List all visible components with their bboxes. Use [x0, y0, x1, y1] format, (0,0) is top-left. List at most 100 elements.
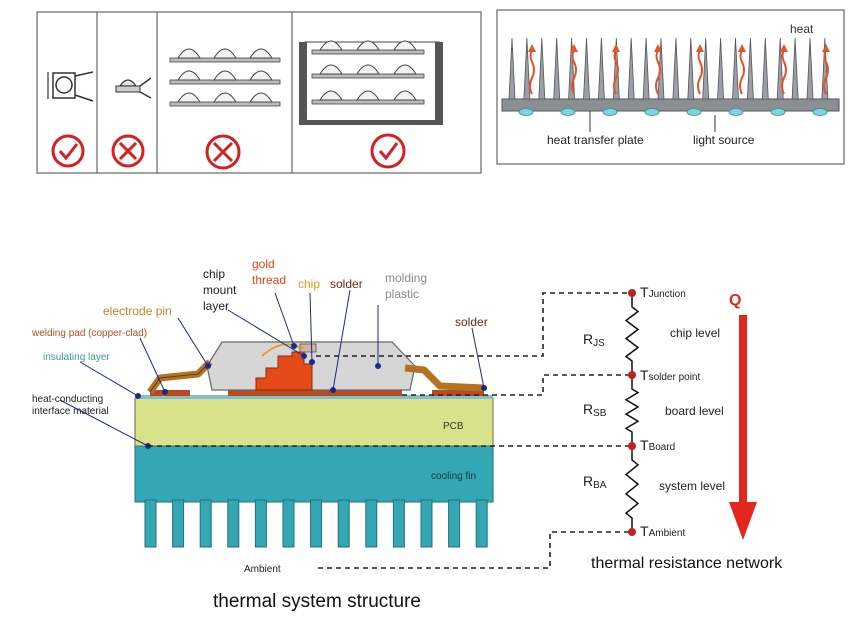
fin-tooth — [254, 499, 267, 548]
fin — [523, 37, 531, 100]
fin-tooth — [475, 499, 488, 548]
heat-flow-icon — [823, 49, 829, 95]
approve-mark-icon — [51, 134, 85, 168]
led-lamp-icon — [177, 92, 201, 103]
r-ba-label: RBA — [583, 473, 607, 491]
insulating-layer — [135, 395, 493, 399]
structure-caption: thermal system structure — [213, 591, 421, 612]
heat-sink-panel: heat heat transfer plate light source — [496, 9, 845, 165]
system-level-label: system level — [659, 479, 725, 493]
heat-flow-arrow-head — [729, 502, 757, 540]
thermal-structure: chip mount layer gold thread chip solder… — [31, 257, 494, 612]
led-lamp-icon — [319, 40, 343, 51]
light-source-label: light source — [693, 133, 755, 147]
led-lamp-icon — [356, 90, 380, 101]
led-socket-icon — [47, 71, 94, 102]
fin — [702, 37, 710, 100]
heat-label: heat — [790, 22, 814, 36]
light-source-dot — [644, 108, 660, 116]
chip-top — [299, 343, 317, 353]
node-board — [628, 442, 636, 450]
light-source-dot — [602, 108, 618, 116]
fin — [732, 37, 739, 100]
arrow-head-icon — [696, 44, 704, 52]
fin — [597, 37, 605, 100]
t-junction-label: TJunction — [640, 284, 686, 300]
board-level-label: board level — [665, 404, 724, 418]
node-solder-point — [628, 371, 636, 379]
q-label: Q — [729, 292, 741, 309]
led-lamp-icon — [249, 70, 273, 81]
light-source-dot — [770, 108, 786, 116]
heat-arrows — [528, 44, 830, 95]
heat-flow-icon — [529, 49, 535, 95]
led-lamp-icon — [356, 40, 380, 51]
fin — [538, 37, 546, 100]
fin-tooth — [282, 499, 295, 548]
light-source-dot — [518, 108, 534, 116]
led-lamp-icon — [177, 70, 201, 81]
led-lamp-icon — [393, 40, 417, 51]
light-source-dot — [812, 108, 828, 116]
fin-tooth — [172, 499, 185, 548]
fin — [687, 37, 695, 100]
led-lamp-icon — [249, 48, 273, 59]
node-junction — [628, 289, 636, 297]
fin-tooth — [392, 499, 405, 548]
pointer-lines — [59, 289, 487, 449]
light-source-row — [518, 108, 828, 116]
heat-flow-icon — [781, 49, 787, 95]
fin — [672, 37, 680, 100]
fin — [583, 37, 590, 100]
fin — [717, 37, 725, 100]
t-solder-label: Tsolder point — [640, 367, 700, 383]
r-js-label: RJS — [583, 331, 605, 349]
fin-tooth — [365, 499, 378, 548]
r-sb-label: RSB — [583, 401, 607, 419]
t-board-label: TBoard — [640, 437, 675, 453]
fin-tooth — [420, 499, 433, 548]
heat-flow-icon — [571, 49, 577, 95]
fin-tooth — [448, 499, 461, 548]
led-lamp-icon — [213, 92, 237, 103]
fin — [627, 37, 635, 100]
led-small-icon — [115, 77, 152, 99]
led-lamp-icon — [393, 90, 417, 101]
solder-top-label: solder — [330, 277, 363, 291]
molding-plastic-label: molding plastic — [385, 271, 430, 301]
insulating-layer-label: insulating layer — [43, 352, 110, 363]
led-lamp-icon — [249, 92, 273, 103]
network-caption: thermal resistance network — [591, 555, 783, 572]
led-lamp-icon — [213, 48, 237, 59]
led-shelf-enclosed-icon — [299, 40, 443, 125]
pcb-layer — [134, 397, 494, 447]
electrode-pin-label: electrode pin — [103, 304, 172, 318]
reject-mark-icon — [205, 134, 241, 170]
led-lamp-icon — [319, 64, 343, 75]
node-ambient — [628, 528, 636, 536]
resistor-chain — [624, 293, 640, 532]
arrow-head-icon — [528, 44, 536, 52]
fin — [806, 37, 814, 100]
fin-tooth — [310, 499, 323, 548]
light-source-dot — [686, 108, 702, 116]
welding-pad-right — [432, 390, 484, 396]
arrow-head-icon — [822, 44, 830, 52]
electrode-pin-left — [147, 359, 213, 395]
approve-mark-icon — [370, 133, 406, 169]
solder-right-label: solder — [455, 315, 488, 329]
led-lamp-icon — [356, 64, 380, 75]
fin — [791, 37, 799, 100]
heat-flow-icon — [655, 49, 661, 95]
cooling-fin-label: cooling fin — [431, 471, 476, 482]
led-lamp-icon — [177, 48, 201, 59]
heat-flow-icon — [697, 49, 703, 95]
light-source-dot — [560, 108, 576, 116]
chip-mount-label: chip mount layer — [203, 267, 240, 313]
fin-tooth — [199, 499, 212, 548]
heat-flow-icon — [739, 49, 745, 95]
led-lamp-icon — [319, 90, 343, 101]
arrow-head-icon — [738, 44, 746, 52]
dashed-connectors — [148, 292, 632, 569]
